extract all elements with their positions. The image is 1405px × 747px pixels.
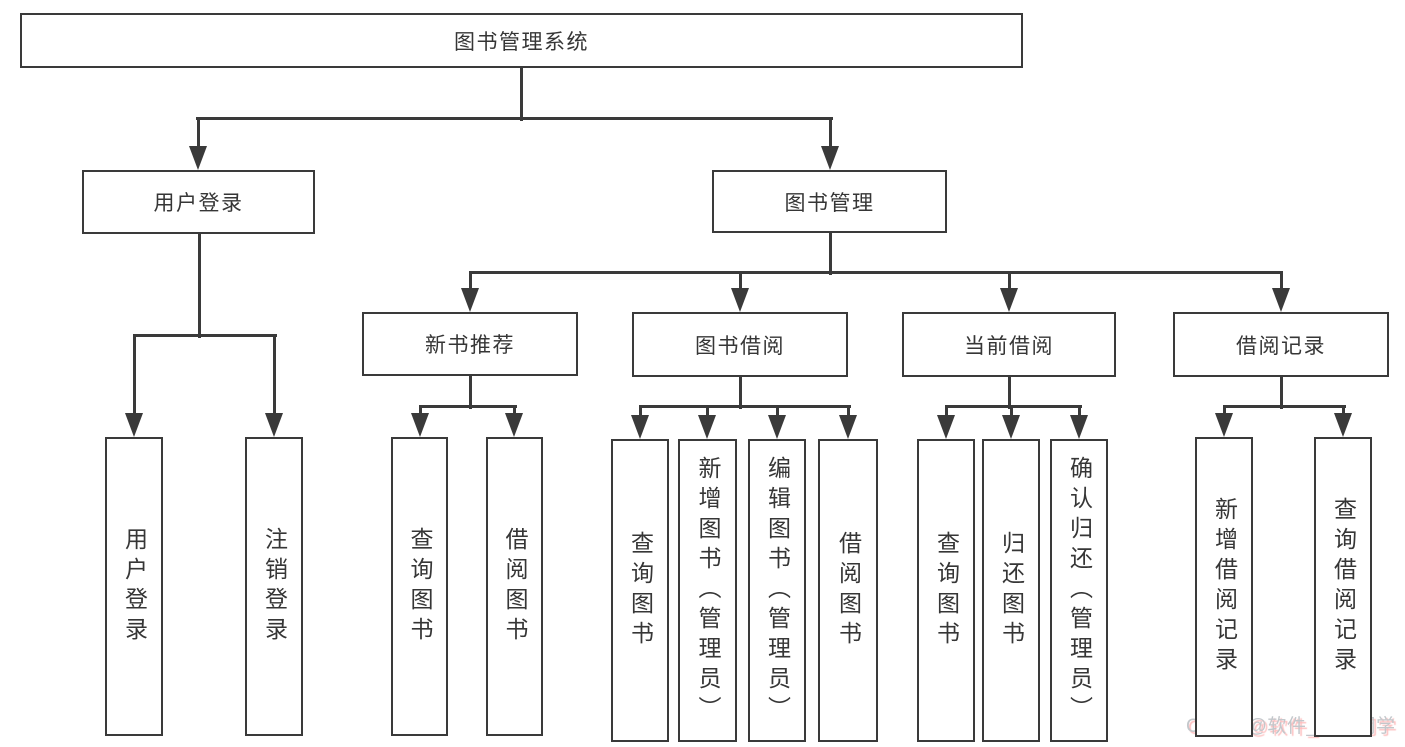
node-leaf-query-books-current: 查询图书 — [917, 439, 975, 742]
node-leaf-user-login: 用户登录 — [105, 437, 163, 736]
connector-line — [1077, 406, 1081, 419]
node-leaf-query-borrow-record: 查询借阅记录 — [1314, 437, 1372, 737]
connector-line — [468, 270, 1283, 274]
connector-line — [1007, 272, 1011, 292]
connector-line — [738, 272, 742, 292]
node-borrowing-records: 借阅记录 — [1173, 312, 1389, 377]
node-user-login: 用户登录 — [82, 170, 315, 234]
arrowhead-icon — [839, 415, 857, 439]
arrowhead-icon — [1215, 413, 1233, 437]
connector-line — [705, 406, 709, 419]
connector-line — [1009, 406, 1013, 419]
connector-line — [638, 406, 642, 419]
arrowhead-icon — [189, 146, 207, 170]
node-leaf-logout: 注销登录 — [245, 437, 303, 736]
arrowhead-icon — [937, 415, 955, 439]
node-new-book-recommendation: 新书推荐 — [362, 312, 578, 376]
connector-line — [828, 118, 832, 150]
connector-line — [944, 404, 1082, 408]
node-book-management: 图书管理 — [712, 170, 947, 233]
connector-line — [197, 234, 201, 338]
connector-line — [738, 377, 742, 409]
connector-line — [418, 406, 422, 417]
node-book-management-system: 图书管理系统 — [20, 13, 1023, 68]
arrowhead-icon — [1070, 415, 1088, 439]
connector-line — [418, 404, 517, 408]
arrowhead-icon — [698, 415, 716, 439]
arrowhead-icon — [265, 413, 283, 437]
node-leaf-query-books-borrowing: 查询图书 — [611, 439, 669, 742]
node-leaf-confirm-return-admin: 确认归还（管理员） — [1050, 439, 1108, 742]
connector-line — [272, 335, 276, 417]
arrowhead-icon — [1000, 288, 1018, 312]
connector-line — [828, 233, 832, 275]
connector-line — [846, 406, 850, 419]
node-book-borrowing: 图书借阅 — [632, 312, 848, 377]
node-current-borrowing: 当前借阅 — [902, 312, 1116, 377]
arrowhead-icon — [631, 415, 649, 439]
arrowhead-icon — [1334, 413, 1352, 437]
connector-line — [195, 116, 833, 120]
connector-line — [512, 406, 516, 417]
arrowhead-icon — [768, 415, 786, 439]
connector-line — [468, 376, 472, 409]
connector-line — [1007, 377, 1011, 409]
arrowhead-icon — [125, 413, 143, 437]
connector-line — [132, 333, 277, 337]
arrowhead-icon — [505, 413, 523, 437]
arrowhead-icon — [1272, 288, 1290, 312]
node-leaf-edit-books-admin: 编辑图书（管理员） — [748, 439, 806, 742]
node-leaf-borrow-books: 借阅图书 — [818, 439, 878, 742]
arrowhead-icon — [821, 146, 839, 170]
node-leaf-query-books-recommend: 查询图书 — [391, 437, 448, 736]
connector-line — [1279, 272, 1283, 292]
connector-line — [1222, 406, 1226, 417]
node-leaf-borrow-books-recommend: 借阅图书 — [486, 437, 543, 736]
connector-line — [1222, 404, 1346, 408]
connector-line — [638, 404, 851, 408]
connector-line — [944, 406, 948, 419]
connector-line — [775, 406, 779, 419]
connector-line — [468, 272, 472, 292]
connector-line — [132, 335, 136, 417]
arrowhead-icon — [411, 413, 429, 437]
connector-line — [519, 68, 523, 121]
connector-line — [1341, 406, 1345, 417]
node-leaf-return-books: 归还图书 — [982, 439, 1040, 742]
node-leaf-add-borrow-record: 新增借阅记录 — [1195, 437, 1253, 737]
connector-line — [196, 118, 200, 150]
node-leaf-add-books-admin: 新增图书（管理员） — [678, 439, 737, 742]
arrowhead-icon — [1002, 415, 1020, 439]
arrowhead-icon — [731, 288, 749, 312]
connector-line — [1279, 377, 1283, 409]
arrowhead-icon — [461, 288, 479, 312]
